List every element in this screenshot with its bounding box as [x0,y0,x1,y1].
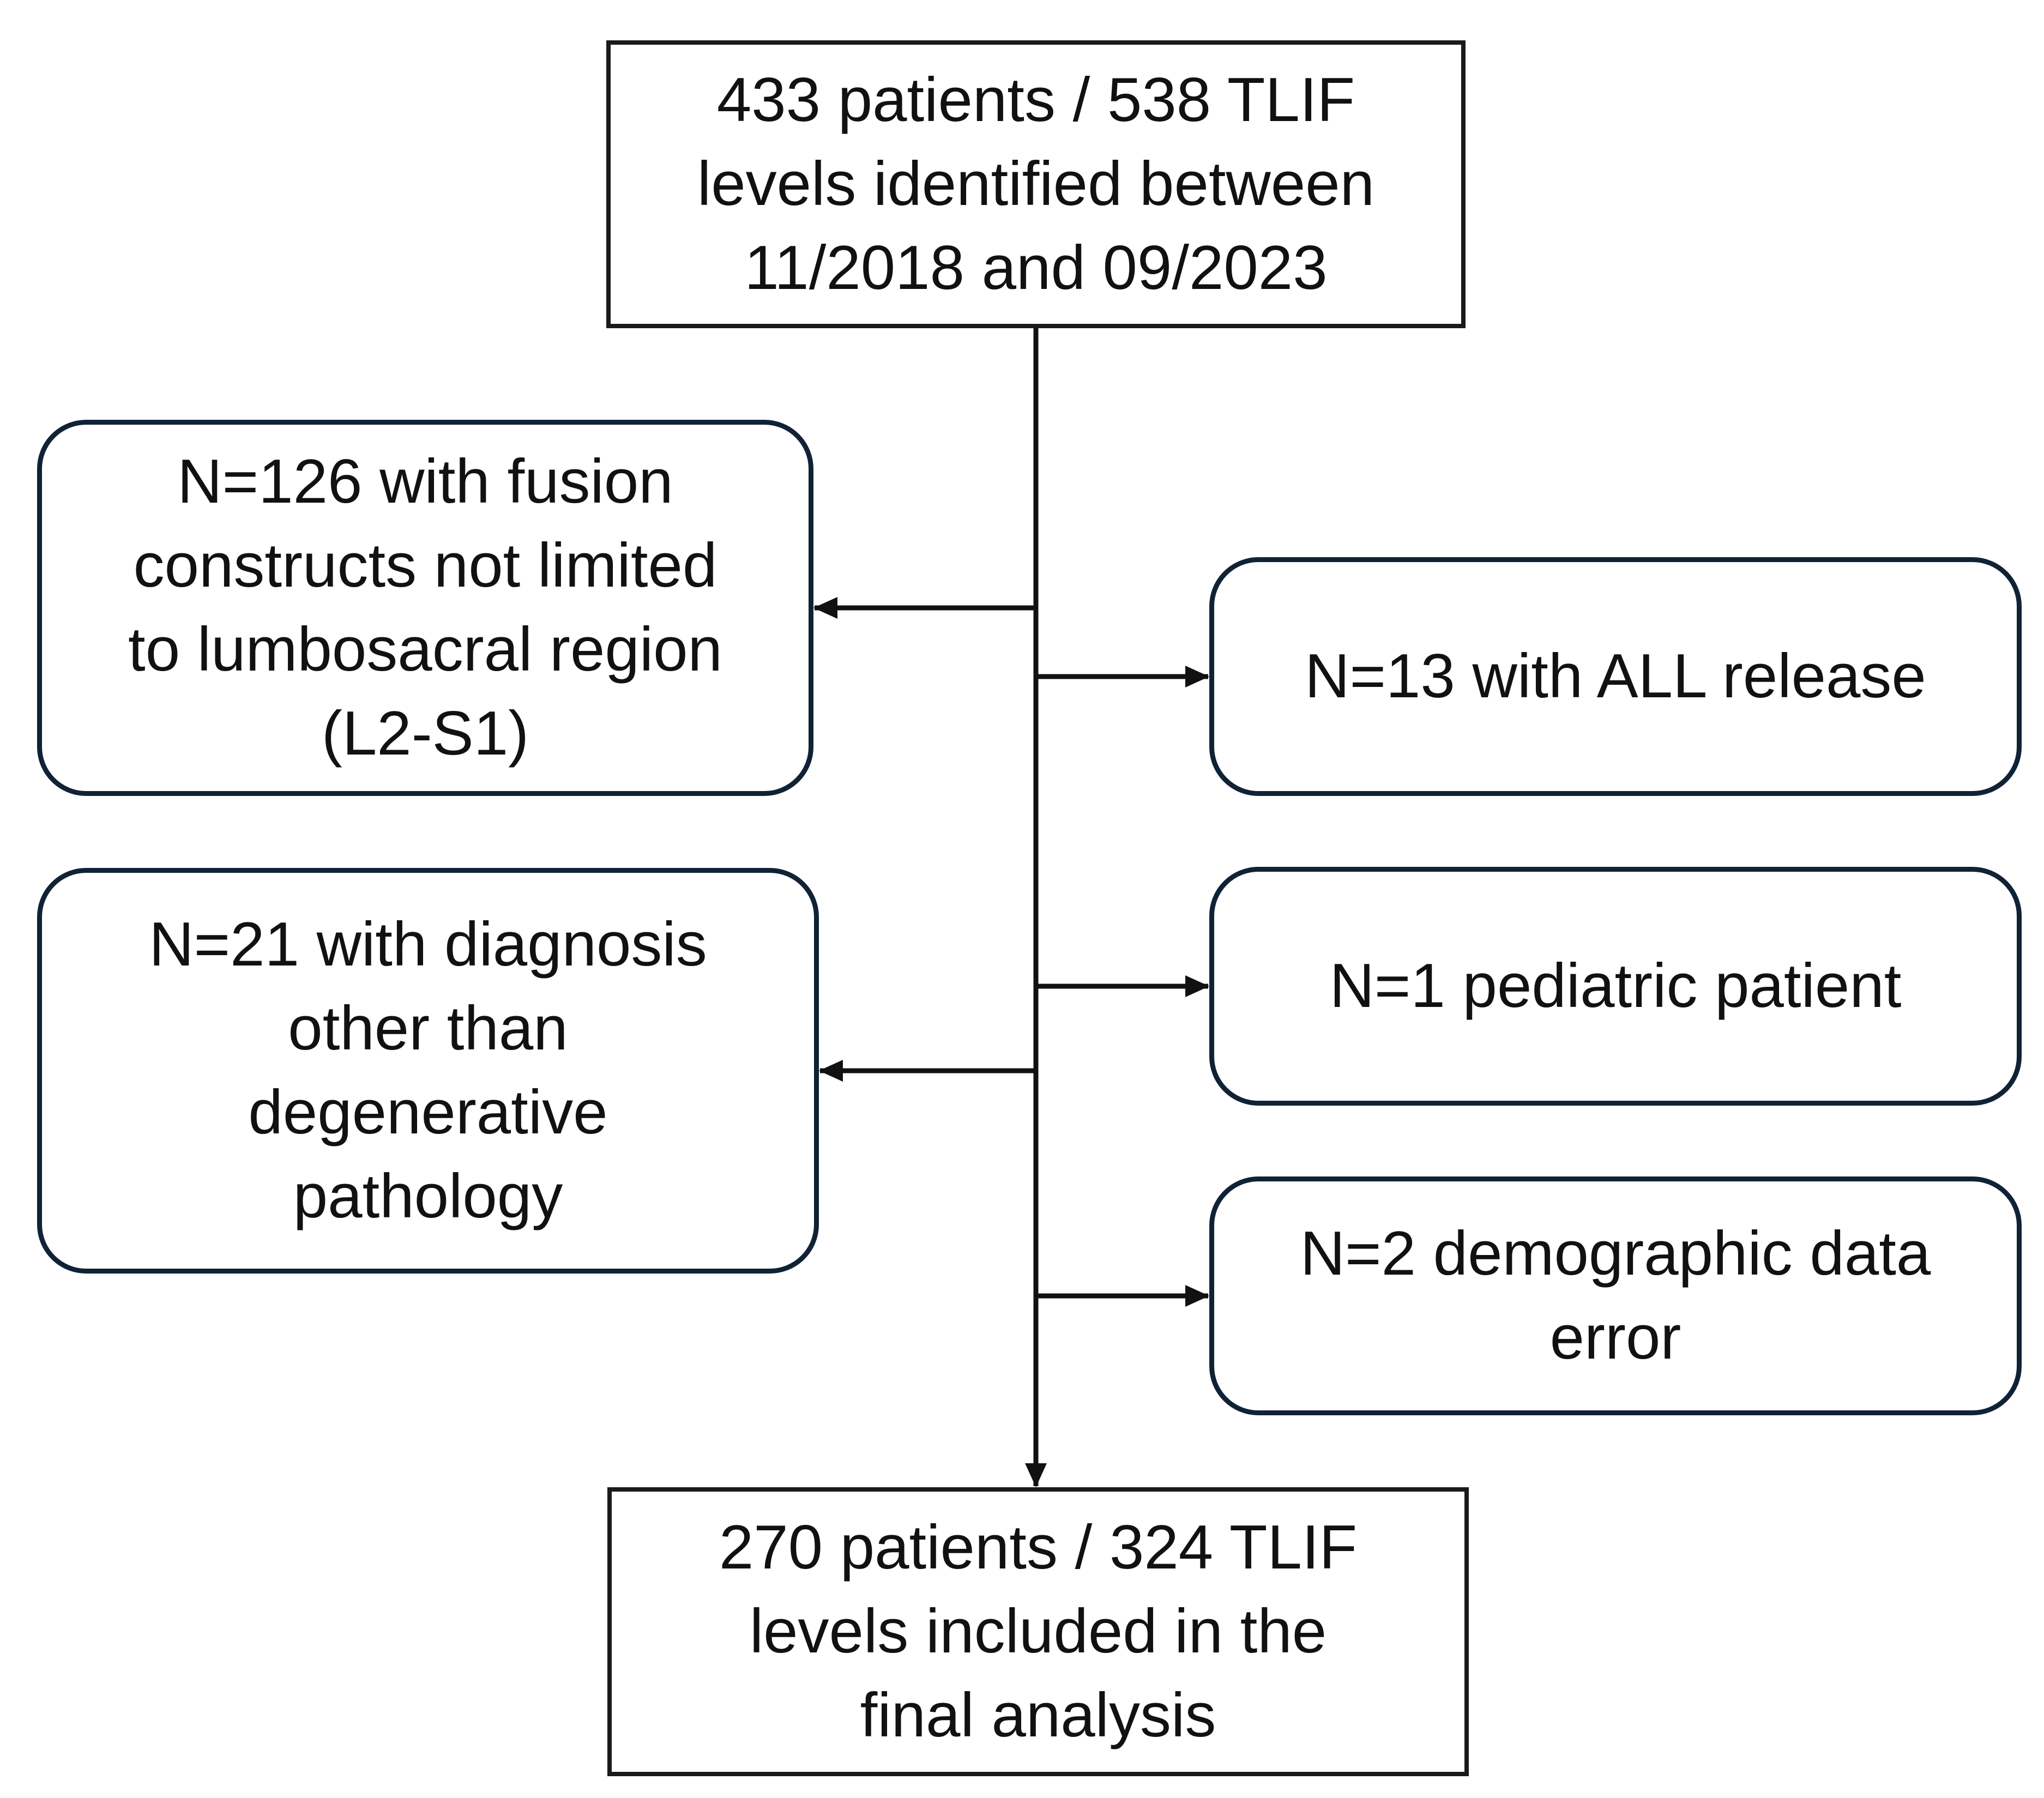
exclusion-box-line: pathology [293,1162,563,1231]
exclusion-box-demographic-error: N=2 demographic data error [1209,1176,2022,1415]
exclusion-box-line: constructs not limited [133,531,717,600]
final-box-line: levels included in the [749,1597,1327,1666]
final-cohort-box: 270 patients / 324 TLIF levels included … [607,1487,1469,1776]
exclusion-box-line: N=2 demographic data [1300,1219,1931,1288]
exclusion-box-line: N=21 with diagnosis [149,910,707,979]
exclusion-box-line: N=1 pediatric patient [1329,951,1902,1021]
start-box-line: 433 patients / 538 TLIF [716,65,1355,135]
final-box-line: 270 patients / 324 TLIF [719,1513,1358,1582]
exclusion-box-line: N=126 with fusion [177,447,673,516]
exclusion-box-line: (L2-S1) [321,699,529,768]
final-box-line: final analysis [860,1681,1216,1750]
exclusion-box-all-release: N=13 with ALL release [1209,557,2022,796]
exclusion-box-line: degenerative [248,1078,608,1147]
exclusion-box-line: N=13 with ALL release [1305,642,1926,711]
start-box-line: levels identified between [697,149,1375,219]
exclusion-box-line: error [1549,1303,1681,1372]
exclusion-box-line: to lumbosacral region [128,615,722,684]
exclusion-box-fusion-constructs: N=126 with fusion constructs not limited… [37,420,813,796]
exclusion-box-line: other than [288,994,568,1063]
exclusion-box-non-degenerative-diagnosis: N=21 with diagnosis other than degenerat… [37,868,819,1274]
start-box-line: 11/2018 and 09/2023 [744,233,1328,303]
exclusion-box-pediatric-patient: N=1 pediatric patient [1209,867,2022,1106]
start-cohort-box: 433 patients / 538 TLIF levels identifie… [606,40,1466,328]
